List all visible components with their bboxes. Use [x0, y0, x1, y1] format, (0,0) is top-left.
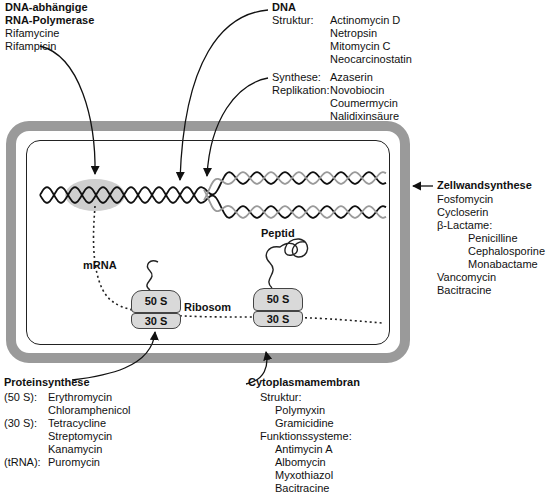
drug-name: Azaserin — [330, 71, 373, 84]
leader-arrow — [180, 10, 268, 180]
target-heading: Zellwandsynthese — [437, 179, 532, 192]
drug-name: Myxothiazol — [275, 469, 333, 482]
drug-name: Monabactame — [468, 258, 538, 271]
drug-name: Penicilline — [468, 232, 518, 245]
target-heading: DNA-abhängige RNA-Polymerase — [5, 1, 105, 27]
leader-arrow — [40, 46, 95, 174]
ribosome-label: Ribosom — [184, 301, 231, 314]
drug-name: Puromycin — [48, 456, 100, 469]
drug-name: Streptomycin — [48, 430, 112, 443]
drug-name: Chloramphenicol — [48, 404, 131, 417]
drug-name: Tetracycline — [48, 417, 106, 430]
leader-arrow — [207, 78, 268, 176]
drug-name: Funktionssysteme: — [260, 430, 352, 443]
ribosome-small-subunit: 30 S — [253, 311, 303, 327]
drug-name: (50 S): — [4, 391, 37, 404]
leader-arrow — [413, 185, 433, 186]
drug-name: Antimycin A — [275, 443, 332, 456]
target-heading: Proteinsynthese — [4, 376, 90, 389]
subunit-label: 50 S — [254, 289, 302, 310]
leader-arrow — [72, 332, 155, 380]
drug-name: Coumermycin — [330, 97, 398, 110]
drug-name: Rifamycine — [5, 27, 59, 40]
drug-name: Cycloserin — [437, 206, 488, 219]
drug-name: Kanamycin — [48, 443, 102, 456]
peptide-chain — [266, 239, 307, 288]
drug-name: Struktur: — [260, 391, 302, 404]
drug-name: Polymyxin — [275, 404, 325, 417]
drug-name: Nalidixinsäure — [330, 110, 399, 123]
dna-strand — [204, 190, 386, 218]
subunit-label: 30 S — [132, 314, 180, 328]
dna-strand — [40, 187, 386, 218]
trna-coil — [147, 261, 158, 290]
drug-name: Vancomycin — [437, 271, 496, 284]
dna-strand — [40, 172, 386, 203]
mrna-strand — [94, 206, 382, 323]
drug-name: Bacitracine — [437, 284, 491, 297]
ribosome-large-subunit: 50 S — [131, 290, 181, 313]
drug-name: Replikation: — [272, 84, 329, 97]
dna-strand — [204, 172, 386, 200]
drug-name: Novobiocin — [330, 84, 384, 97]
cell-membrane: mRNA Ribosom Peptid 50 S 30 S 50 S 30 S — [26, 140, 390, 345]
drug-name: Cephalosporine — [468, 245, 545, 258]
mrna-label: mRNA — [83, 259, 117, 272]
target-heading: Cytoplasmamembran — [248, 376, 360, 389]
subunit-label: 30 S — [254, 312, 302, 326]
drug-name: Mitomycin C — [330, 40, 391, 53]
drug-name: Struktur: — [272, 14, 314, 27]
drug-name: Fosfomycin — [437, 193, 493, 206]
drug-name: Actinomycin D — [330, 14, 400, 27]
drug-name: Rifampicin — [5, 40, 56, 53]
subunit-label: 50 S — [132, 291, 180, 312]
drug-name: Albomycin — [275, 456, 326, 469]
drug-name: Erythromycin — [48, 391, 112, 404]
target-heading: DNA — [272, 1, 296, 14]
drug-name: (tRNA): — [4, 456, 41, 469]
drug-name: Gramicidine — [275, 417, 334, 430]
ribosome-large-subunit: 50 S — [253, 288, 303, 311]
ribosome-small-subunit: 30 S — [131, 313, 181, 329]
drug-name: Neocarcinostatin — [330, 53, 412, 66]
drug-name: Synthese: — [272, 71, 321, 84]
peptide-label: Peptid — [261, 227, 295, 240]
drug-name: Bacitracine — [275, 482, 329, 495]
drug-name: (30 S): — [4, 417, 37, 430]
drug-name: Netropsin — [330, 27, 377, 40]
dna-helix — [40, 172, 386, 218]
drug-name: β-Lactame: — [437, 219, 492, 232]
